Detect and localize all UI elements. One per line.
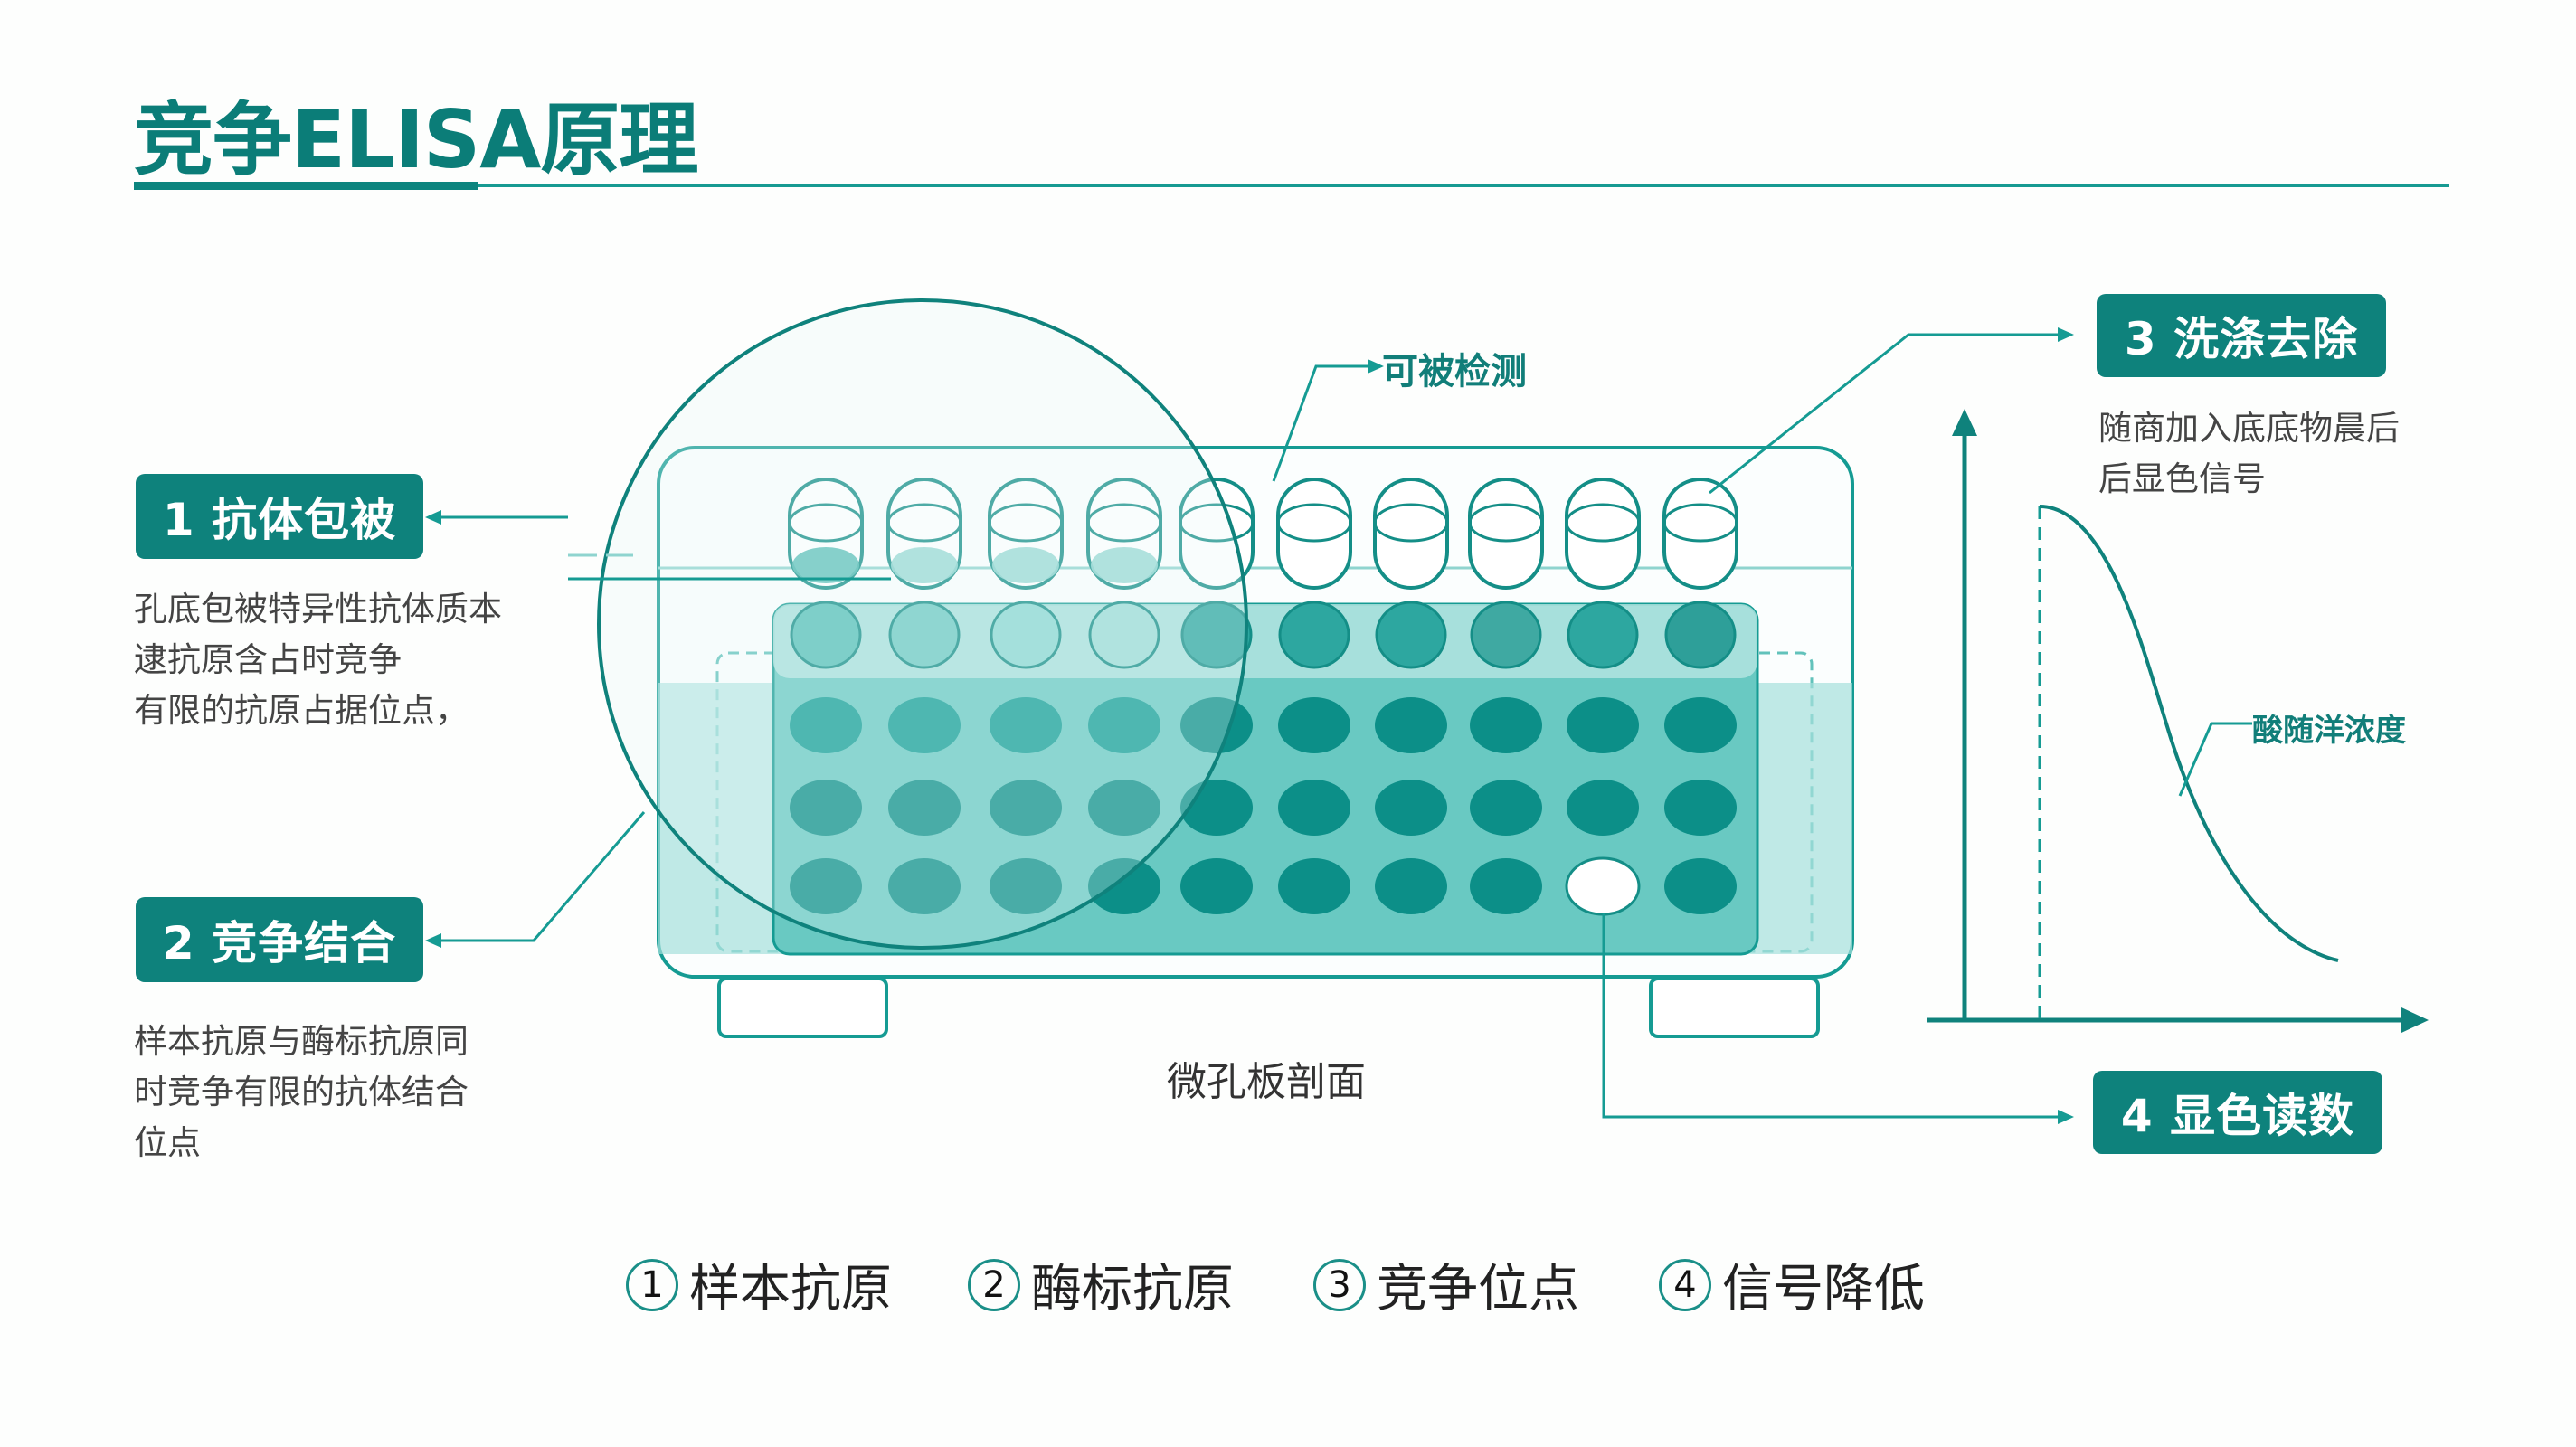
well (790, 697, 862, 753)
well (888, 601, 961, 669)
well (1470, 780, 1542, 836)
tube (1179, 478, 1255, 590)
well (888, 858, 961, 914)
tube (1373, 478, 1449, 590)
tube (886, 478, 962, 590)
step-2-line-2: 时竞争有限的抗体结合 (134, 1073, 469, 1111)
well (1375, 601, 1447, 669)
magnifier-circle (597, 298, 1248, 950)
legend-text-1: 样本抗原 (689, 1260, 892, 1319)
step-3-line-1: 随商加入底底物晨后 (2098, 409, 2400, 448)
tube (1468, 478, 1544, 590)
well (1278, 697, 1350, 753)
step-1-line-2: 逮抗原含占时竞争 (134, 640, 402, 679)
tube (1086, 478, 1162, 590)
step-1-description: 孔底包被特异性抗体质本 逮抗原含占时竞争 有限的抗原占据位点， (134, 584, 502, 736)
legend-text-2: 酶标抗原 (1031, 1260, 1234, 1319)
connector-step2 (441, 811, 646, 942)
legend-text-4: 信号降低 (1722, 1260, 1925, 1319)
connector-curve-label (2178, 722, 2252, 797)
well (1664, 697, 1737, 753)
plate-foot-left (717, 977, 888, 1038)
step-2-line-1: 样本抗原与酶标抗原同 (134, 1022, 469, 1061)
well (990, 780, 1062, 836)
page-title: 竞争ELISA原理 (134, 93, 698, 186)
well (1470, 858, 1542, 914)
well (1088, 780, 1160, 836)
legend-number-1: 1 (626, 1258, 678, 1311)
title-accent-bar (134, 182, 478, 190)
well (1278, 601, 1350, 669)
well (1375, 780, 1447, 836)
y-axis-arrow (1952, 409, 1977, 436)
step-4-badge: 4 显色读数 (2093, 1071, 2382, 1154)
step-1-line-1: 孔底包被特异性抗体质本 (134, 590, 502, 629)
connector-detectable (1272, 364, 1368, 482)
step-1-line-3: 有限的抗原占据位点， (134, 691, 469, 730)
well (990, 601, 1062, 669)
well (790, 858, 862, 914)
plate-foot-right (1649, 977, 1820, 1038)
well (1088, 601, 1160, 669)
well (1180, 858, 1253, 914)
legend-item-4: 4 信号降低 (1659, 1248, 1925, 1321)
tube (788, 478, 864, 590)
step-2-badge: 2 竞争结合 (136, 897, 423, 982)
legend-item-3: 3 竞争位点 (1313, 1248, 1579, 1321)
well (1664, 601, 1737, 669)
well (1567, 601, 1639, 669)
well (1278, 858, 1350, 914)
step-3-description: 随商加入底底物晨后 后显色信号 (2098, 403, 2400, 505)
title-divider (134, 184, 2449, 187)
step-3-badge: 3 洗涤去除 (2097, 294, 2386, 377)
well (1470, 601, 1542, 669)
well (1565, 856, 1641, 916)
detectable-label: 可被检测 (1382, 351, 1527, 392)
legend-number-4: 4 (1659, 1258, 1711, 1311)
well (1664, 780, 1737, 836)
well (1180, 601, 1253, 669)
well (1278, 780, 1350, 836)
well (1375, 697, 1447, 753)
well (1567, 697, 1639, 753)
tube (988, 478, 1064, 590)
x-axis-arrow (2401, 1007, 2429, 1033)
tube (1565, 478, 1641, 590)
well (888, 780, 961, 836)
well (1567, 780, 1639, 836)
well (1375, 858, 1447, 914)
legend-item-2: 2 酶标抗原 (968, 1248, 1234, 1321)
legend-number-2: 2 (968, 1258, 1020, 1311)
well (1664, 858, 1737, 914)
well (1088, 697, 1160, 753)
well (1470, 697, 1542, 753)
curve-label: 酸随洋浓度 (2252, 713, 2406, 749)
well (990, 697, 1062, 753)
well (990, 858, 1062, 914)
well (888, 697, 961, 753)
tube (1662, 478, 1738, 590)
legend-number-3: 3 (1313, 1258, 1366, 1311)
connector-step4 (1602, 913, 2058, 1119)
step-2-line-3: 位点 (134, 1123, 201, 1162)
step-3-line-2: 后显色信号 (2098, 459, 2266, 498)
legend-text-3: 竞争位点 (1377, 1260, 1579, 1319)
step-1-badge: 1 抗体包被 (136, 474, 423, 559)
well (790, 780, 862, 836)
well (790, 601, 862, 669)
step-2-description: 样本抗原与酶标抗原同 时竞争有限的抗体结合 位点 (134, 1017, 469, 1168)
well (1088, 858, 1160, 914)
signal-curve (2039, 505, 2339, 962)
connector-step3 (1709, 333, 2058, 495)
plate-caption: 微孔板剖面 (1167, 1059, 1366, 1105)
tube (1276, 478, 1352, 590)
legend-item-1: 1 样本抗原 (626, 1248, 892, 1321)
